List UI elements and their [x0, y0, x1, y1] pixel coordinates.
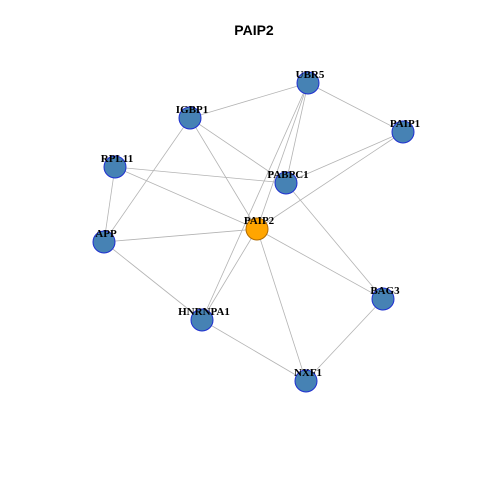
node-circle[interactable]	[296, 71, 320, 95]
edge-igbp1-pabpc1	[189, 117, 287, 184]
edge-igbp1-ubr5	[189, 82, 309, 119]
edge-rpl11-pabpc1	[114, 166, 287, 184]
edge-ubr5-hnrnpa1	[201, 82, 309, 321]
node-label: PABPC1	[267, 169, 308, 181]
edge-paip2-nxf1	[256, 228, 307, 382]
edge-rpl11-app	[103, 166, 116, 243]
node-label: NXF1	[294, 367, 322, 379]
node-app[interactable]: APP	[92, 228, 117, 254]
node-label: RPL11	[101, 153, 133, 165]
node-ubr5[interactable]: UBR5	[296, 69, 325, 95]
node-circle[interactable]	[92, 230, 116, 254]
edge-ubr5-paip2	[256, 82, 309, 230]
edge-paip1-paip2	[256, 131, 404, 230]
node-circle[interactable]	[190, 308, 214, 332]
node-circle[interactable]	[103, 155, 127, 179]
edge-paip1-pabpc1	[285, 131, 404, 184]
node-label: UBR5	[296, 69, 325, 81]
edge-pabpc1-bag3	[285, 182, 384, 300]
node-paip1[interactable]: PAIP1	[390, 118, 420, 144]
edge-paip2-bag3	[256, 228, 384, 300]
node-circle[interactable]	[245, 217, 269, 241]
edge-igbp1-app	[103, 117, 191, 243]
node-label: IGBP1	[176, 104, 208, 116]
node-label: BAG3	[370, 285, 400, 297]
edge-ubr5-pabpc1	[285, 82, 309, 184]
node-igbp1[interactable]: IGBP1	[176, 104, 208, 130]
diagram-title: PAIP2	[234, 22, 274, 38]
node-circle[interactable]	[274, 171, 298, 195]
node-label: PAIP1	[390, 118, 420, 130]
node-rpl11[interactable]: RPL11	[101, 153, 133, 179]
edge-ubr5-paip1	[307, 82, 404, 133]
node-bag3[interactable]: BAG3	[370, 285, 400, 311]
node-circle[interactable]	[178, 106, 202, 130]
node-circle[interactable]	[391, 120, 415, 144]
node-label: PAIP2	[244, 215, 275, 227]
node-nxf1[interactable]: NXF1	[294, 367, 322, 393]
edge-paip2-app	[103, 228, 258, 243]
edge-hnrnpa1-nxf1	[201, 319, 307, 382]
node-circle[interactable]	[371, 287, 395, 311]
edge-layer	[103, 82, 404, 382]
edge-igbp1-paip2	[189, 117, 258, 230]
edge-app-hnrnpa1	[103, 241, 203, 321]
node-label: HNRNPA1	[178, 306, 230, 318]
node-paip2[interactable]: PAIP2	[244, 215, 275, 241]
node-hnrnpa1[interactable]: HNRNPA1	[178, 306, 230, 332]
node-circle[interactable]	[294, 369, 318, 393]
node-label: APP	[95, 228, 117, 240]
edge-rpl11-paip2	[114, 166, 258, 230]
edge-paip2-hnrnpa1	[201, 228, 258, 321]
node-pabpc1[interactable]: PABPC1	[267, 169, 309, 195]
edge-bag3-nxf1	[305, 298, 384, 382]
